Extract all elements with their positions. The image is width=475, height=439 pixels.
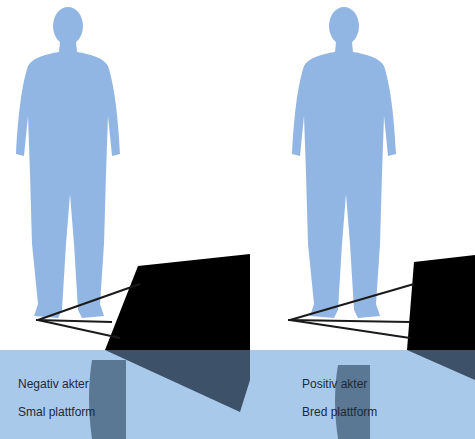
swim-platform — [36, 284, 140, 338]
outboard-motor — [89, 360, 126, 439]
person-silhouette — [292, 7, 396, 318]
caption-label: Smal plattform — [18, 405, 95, 419]
caption-label: Bred plattform — [302, 405, 377, 419]
person-silhouette — [16, 7, 120, 318]
boat-hull — [407, 255, 475, 350]
swim-platform — [288, 284, 414, 338]
boat-hull-underwater — [407, 350, 475, 380]
caption-label: Negativ akter — [18, 377, 89, 391]
caption-label: Positiv akter — [302, 377, 367, 391]
boat-hull-underwater — [105, 350, 250, 412]
boat-hull — [105, 254, 250, 350]
outboard-motor — [335, 365, 370, 439]
water — [0, 350, 475, 439]
